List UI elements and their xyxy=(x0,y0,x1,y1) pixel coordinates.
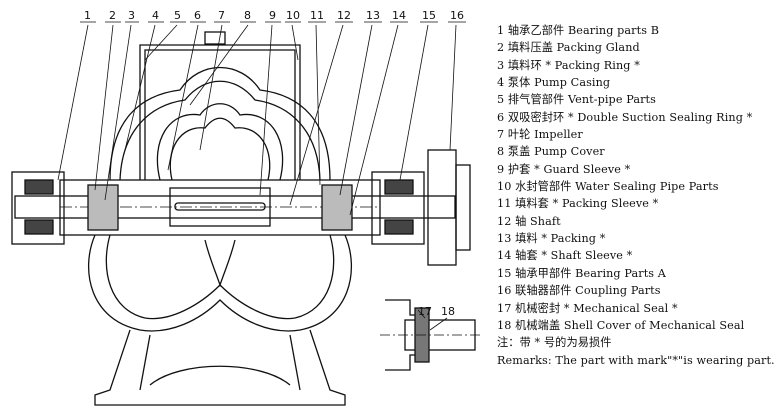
legend-item: 18 机械端盖 Shell Cover of Mechanical Seal xyxy=(497,318,745,332)
legend-remarks: Remarks: The part with mark"*"is wearing… xyxy=(497,353,775,367)
legend-item: 14 轴套 * Shaft Sleeve * xyxy=(497,249,633,263)
legend-item: 16 联轴器部件 Coupling Parts xyxy=(497,284,661,298)
legend-item: 3 填料环 * Packing Ring * xyxy=(497,58,640,72)
callout-7: 7 xyxy=(218,9,225,22)
legend-item: 10 水封管部件 Water Sealing Pipe Parts xyxy=(497,180,719,194)
legend-item: 6 双吸密封环 * Double Suction Sealing Ring * xyxy=(497,110,753,124)
callout-13: 13 xyxy=(366,9,380,22)
callout-17: 17 xyxy=(418,305,432,318)
callout-11: 11 xyxy=(310,9,324,22)
legend-item: 2 填料压盖 Packing Gland xyxy=(497,41,640,55)
packing-left xyxy=(87,184,119,231)
callout-10: 10 xyxy=(286,9,300,22)
callout-16: 16 xyxy=(450,9,464,22)
callout-5: 5 xyxy=(174,9,181,22)
callout-15: 15 xyxy=(422,9,436,22)
legend-item: 8 泵盖 Pump Cover xyxy=(497,145,605,159)
legend-item: 7 叶轮 Impeller xyxy=(497,128,583,142)
callout-12: 12 xyxy=(337,9,351,22)
parts-legend: 1 轴承乙部件 Bearing parts B 2 填料压盖 Packing G… xyxy=(497,22,775,369)
legend-item: 15 轴承甲部件 Bearing Parts A xyxy=(497,266,666,280)
callout-14: 14 xyxy=(392,9,406,22)
callout-8: 8 xyxy=(244,9,251,22)
callout-4: 4 xyxy=(152,9,159,22)
legend-item: 11 填料套 * Packing Sleeve * xyxy=(497,197,659,211)
callout-1: 1 xyxy=(84,9,91,22)
legend-item: 12 轴 Shaft xyxy=(497,214,561,228)
pump-cross-section-drawing: 1 2 3 4 5 6 7 8 9 10 11 12 13 14 15 16 1… xyxy=(11,9,480,406)
legend-note: 注：带 * 号的为易损件 xyxy=(497,336,612,350)
shaft xyxy=(14,195,456,219)
callout-6: 6 xyxy=(194,9,201,22)
callout-18: 18 xyxy=(441,305,455,318)
impeller-hub xyxy=(169,187,271,227)
callout-3: 3 xyxy=(128,9,135,22)
coupling xyxy=(427,149,471,266)
packing-right xyxy=(321,184,353,231)
bearing-b xyxy=(11,171,65,245)
legend-item: 9 护套 * Guard Sleeve * xyxy=(497,162,631,176)
callout-2: 2 xyxy=(109,9,116,22)
vent-pipe xyxy=(139,44,301,180)
legend-item: 4 泵体 Pump Casing xyxy=(497,76,611,90)
callout-9: 9 xyxy=(269,9,276,22)
legend-item: 5 排气管部件 Vent-pipe Parts xyxy=(497,93,656,107)
casing-flange xyxy=(59,179,381,236)
legend-item: 1 轴承乙部件 Bearing parts B xyxy=(497,24,660,37)
legend-item: 13 填料 * Packing * xyxy=(497,232,606,246)
legend-item: 17 机械密封 * Mechanical Seal * xyxy=(497,301,678,315)
mechanical-seal-detail xyxy=(380,299,480,371)
pump-casing xyxy=(88,67,352,406)
bearing-a xyxy=(371,171,425,245)
